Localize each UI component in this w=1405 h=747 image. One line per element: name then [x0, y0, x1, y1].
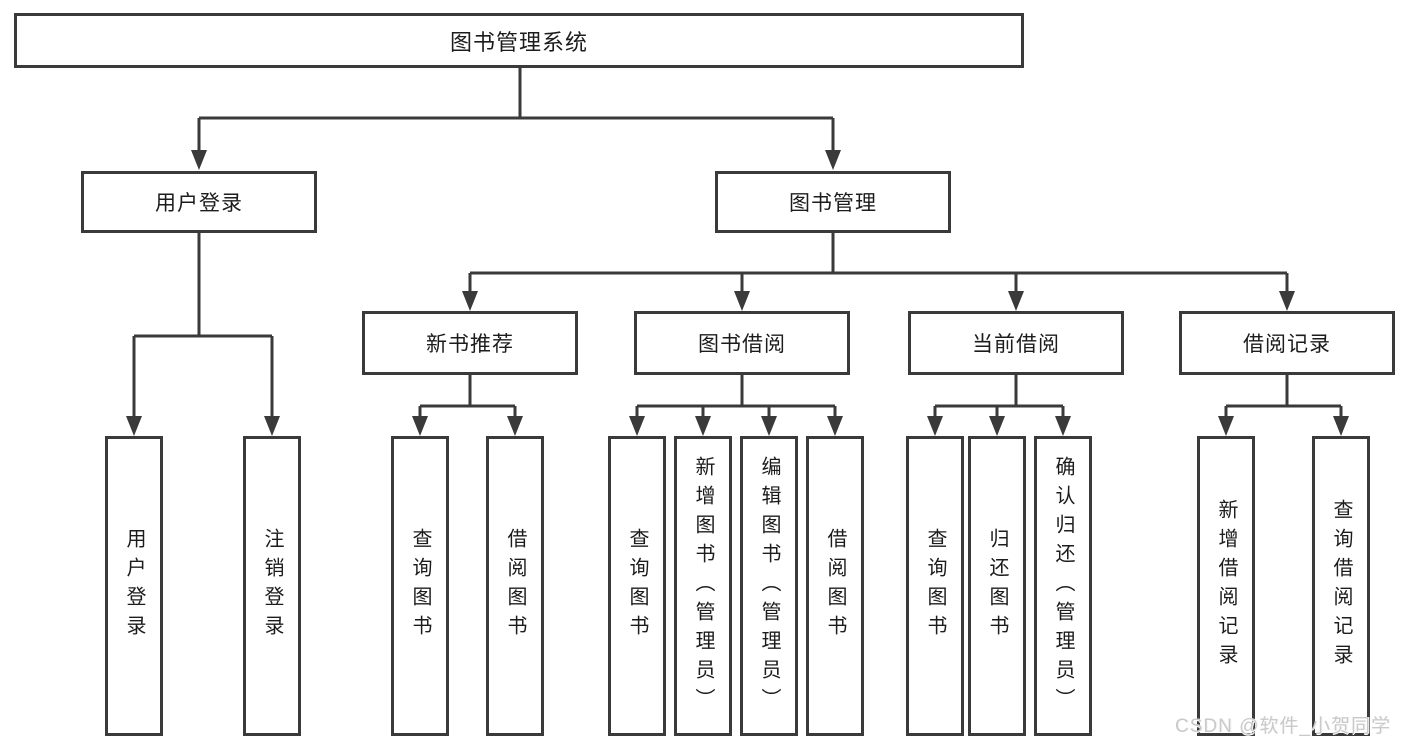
leaf-query-books-3: 查询图书 [906, 436, 964, 736]
node-user-login: 用户登录 [81, 171, 317, 233]
arrowheads-level2 [191, 150, 841, 170]
leaf-add-books-admin: 新增图书（管理员） [674, 436, 732, 736]
leaf-edit-books-admin: 编辑图书（管理员） [740, 436, 798, 736]
connector-book-borrow-children [635, 375, 837, 418]
connector-current-borrow-children [933, 375, 1065, 418]
connector-user-login-children [132, 233, 274, 418]
leaf-add-borrow-record: 新增借阅记录 [1197, 436, 1255, 736]
leaf-query-books-1: 查询图书 [391, 436, 449, 736]
leaf-query-books-2: 查询图书 [608, 436, 666, 736]
leaf-query-borrow-record: 查询借阅记录 [1312, 436, 1370, 736]
node-book-borrow: 图书借阅 [634, 311, 850, 375]
connector-book-mgmt-to-level3 [468, 233, 1289, 293]
node-current-borrow: 当前借阅 [908, 311, 1124, 375]
connector-new-book-children [418, 375, 517, 418]
connector-borrow-record-children [1224, 375, 1343, 418]
leaf-borrow-books-1: 借阅图书 [486, 436, 544, 736]
leaf-return-books: 归还图书 [968, 436, 1026, 736]
leaf-borrow-books-2: 借阅图书 [806, 436, 864, 736]
leaf-confirm-return-admin: 确认归还（管理员） [1034, 436, 1092, 736]
node-root-system: 图书管理系统 [14, 13, 1024, 68]
node-book-management: 图书管理 [715, 171, 951, 233]
arrowheads-leaves [126, 416, 1349, 436]
leaf-user-login: 用户登录 [105, 436, 163, 736]
csdn-watermark: CSDN @软件_小贺同学 [1175, 716, 1391, 737]
node-new-book-recommend: 新书推荐 [362, 311, 578, 375]
arrowheads-level3 [462, 291, 1295, 311]
leaf-logout: 注销登录 [243, 436, 301, 736]
connector-root-to-level2 [197, 68, 835, 152]
node-borrow-records: 借阅记录 [1179, 311, 1395, 375]
